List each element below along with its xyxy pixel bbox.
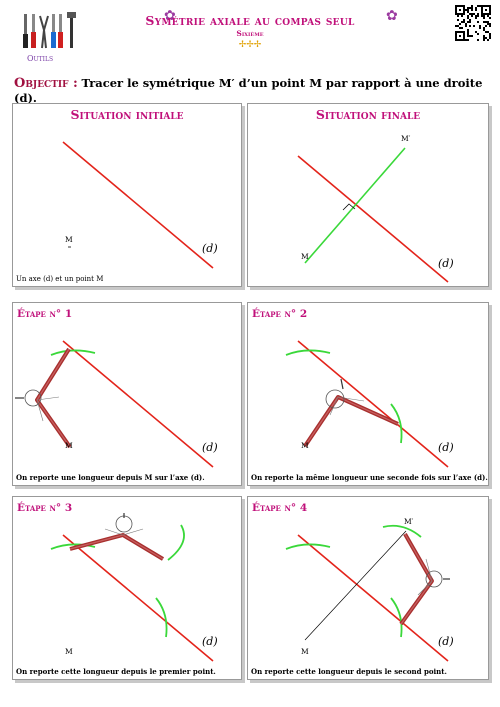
point-m-label: M: [301, 252, 309, 261]
point-m-prime-label: M′: [401, 134, 411, 143]
compass-hinge: [115, 515, 133, 533]
arc-mark: [390, 597, 403, 638]
arc-mark: [285, 543, 331, 550]
axis-line: [62, 141, 214, 269]
arc-mark: [50, 349, 96, 356]
panel-final: Situation finale M′ M (d): [247, 103, 489, 287]
arc-mark: [50, 543, 96, 550]
panel-title: Situation finale: [315, 107, 421, 122]
compass-hinge: [325, 389, 345, 409]
axis-line: [297, 340, 449, 468]
compass-hinge: [425, 570, 443, 588]
point-m-prime-label: M′: [404, 517, 414, 526]
panel-caption: On reporte la même longueur une seconde …: [251, 473, 488, 482]
tools-logo: [18, 10, 78, 54]
objective-text: Tracer le symétrique M′ d’un point M par…: [14, 76, 483, 105]
page-title: Symétrie axiale au compas seul: [145, 13, 355, 28]
panel-title: Étape n° 1: [17, 308, 73, 320]
axis-line: [297, 155, 449, 283]
axis-label: (d): [438, 635, 454, 648]
flower-right-icon: ✿: [386, 8, 398, 24]
compass-leg: [303, 395, 399, 448]
panel-caption: On reporte cette longueur depuis le seco…: [251, 667, 447, 676]
objective-label: Objectif :: [14, 76, 78, 91]
axis-line: [297, 534, 449, 662]
arc-mark: [285, 349, 331, 356]
tools-label: Outils: [27, 54, 54, 63]
panel-title: Étape n° 3: [17, 502, 73, 514]
right-angle-mark: [342, 203, 356, 211]
panel-step-3: Étape n° 3 M (d) On reporte cette longue…: [12, 496, 242, 680]
join-line: [304, 530, 407, 641]
arc-mark: [167, 524, 185, 561]
axis-label: (d): [438, 441, 454, 454]
panel-caption: Un axe (d) et un point M: [16, 275, 104, 283]
compass-hinge: [24, 389, 42, 407]
arc-mark: [390, 403, 403, 444]
objective: Objectif : Tracer le symétrique M′ d’un …: [14, 76, 500, 105]
panel-caption: On reporte cette longueur depuis le prem…: [16, 667, 216, 676]
compass-leg: [69, 533, 165, 561]
tools-icon: [23, 12, 76, 49]
perpendicular-line: [304, 147, 406, 264]
arc-mark: [155, 597, 168, 638]
panel-step-2: Étape n° 2 M (d) On reporte la même long…: [247, 302, 489, 486]
panel-initial: Situation initiale M (d) Un axe (d) et u…: [12, 103, 242, 287]
axis-label: (d): [438, 257, 454, 270]
axis-label: (d): [202, 441, 218, 454]
title-decoration: ✢✢✢: [238, 40, 262, 50]
panel-step-4: Étape n° 4 M′ M (d) On reporte cette lon…: [247, 496, 489, 680]
point-m-label: M: [301, 647, 309, 656]
axis-label: (d): [202, 242, 218, 255]
page-subtitle: Sixième: [236, 29, 264, 38]
flower-left-icon: ✿: [164, 8, 176, 24]
panel-title: Étape n° 2: [252, 308, 308, 320]
point-m-label: M: [65, 235, 73, 244]
point-m-label: M: [301, 441, 309, 450]
point-m-label: M: [65, 441, 73, 450]
axis-label: (d): [202, 635, 218, 648]
panel-title: Situation initiale: [70, 107, 184, 122]
axis-line: [62, 534, 214, 662]
panel-step-1: Étape n° 1 M (d) On reporte une longueur…: [12, 302, 242, 486]
compass-leg: [399, 533, 434, 626]
point-m-label: M: [65, 647, 73, 656]
qr-code-icon: [455, 5, 491, 41]
panel-title: Étape n° 4: [252, 502, 308, 514]
arc-mark: [382, 524, 422, 538]
axis-line: [62, 340, 214, 468]
panel-caption: On reporte une longueur depuis M sur l’a…: [16, 473, 205, 482]
